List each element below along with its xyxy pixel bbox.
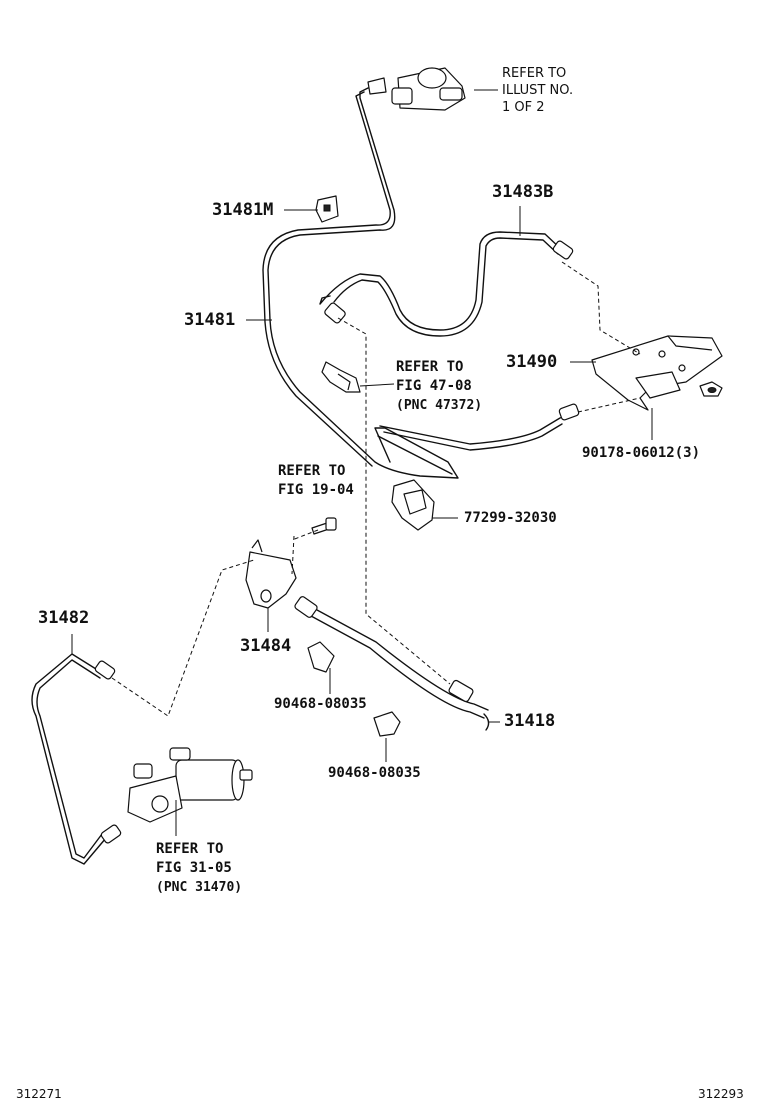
slave-cylinder-part: [127, 747, 253, 823]
footer-right-code: 312293: [698, 1087, 744, 1101]
refer-fig-19-04-label: REFER TO FIG 19-04: [278, 463, 354, 498]
part-number-31481m: 31481M: [212, 200, 274, 220]
clutch-master-cylinder-part: [367, 67, 466, 111]
hose-31418-part: [294, 596, 490, 731]
part-number-31484: 31484: [240, 636, 292, 656]
fitting-part: [324, 240, 580, 421]
bracket-31484-part: [245, 539, 297, 609]
part-number-77299: 77299-32030: [464, 510, 557, 526]
part-number-31481: 31481: [184, 310, 236, 330]
pipe-31481-inner: [262, 91, 391, 467]
clip-90468-part: [307, 641, 401, 737]
pipe-31483b: [319, 231, 563, 331]
refer-fig-47-08-label: REFER TO FIG 47-08 (PNC 47372): [396, 359, 483, 413]
footer-left-code: 312271: [16, 1087, 62, 1101]
pipe-31481: [267, 87, 459, 479]
bracket-31490-part: [591, 335, 723, 411]
part-number-90468-a: 90468-08035: [274, 696, 367, 712]
bolt-19-04-part: [311, 517, 337, 535]
part-number-31482: 31482: [38, 608, 90, 628]
part-number-90468-b: 90468-08035: [328, 765, 421, 781]
pipe-31483b-inner: [333, 237, 559, 337]
part-number-31483b: 31483B: [492, 182, 554, 202]
refer-illust-label: REFER TO ILLUST NO. 1 OF 2: [502, 66, 574, 115]
clip-47-08-part: [321, 361, 361, 393]
refer-fig-31-05-label: REFER TO FIG 31-05 (PNC 31470): [156, 841, 243, 895]
part-number-31418: 31418: [504, 711, 556, 731]
clamp-31481m-part: [315, 195, 339, 223]
part-number-90178: 90178-06012(3): [582, 445, 701, 461]
bracket-77299-part: [391, 479, 435, 531]
pipe-31482: [31, 653, 107, 865]
part-number-31490: 31490: [506, 352, 558, 372]
nut-90178-part: [699, 381, 723, 397]
